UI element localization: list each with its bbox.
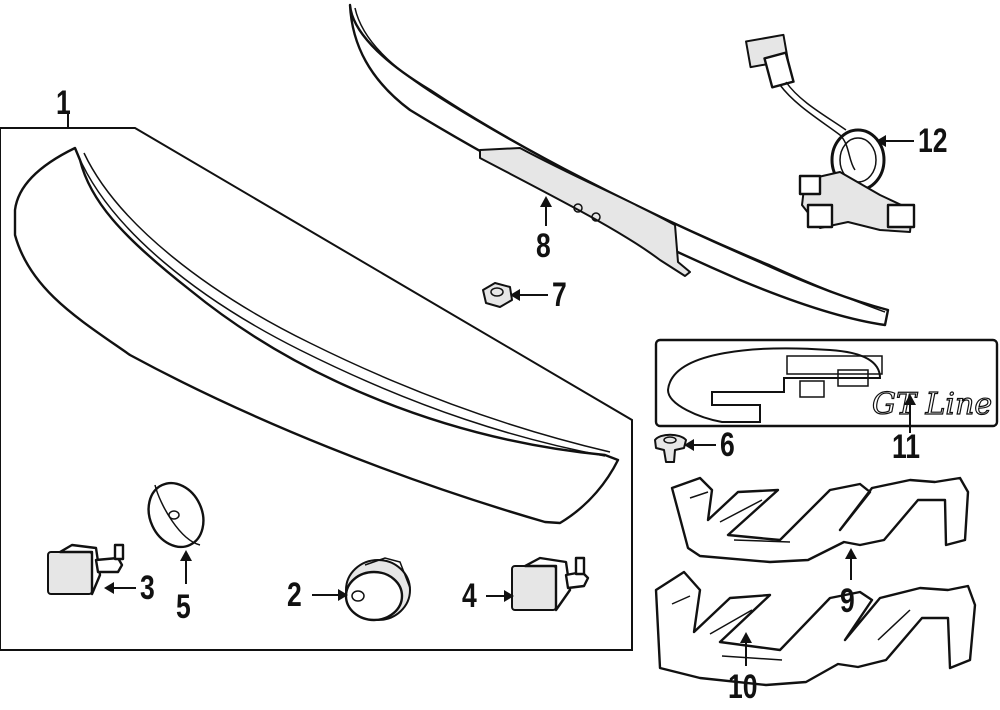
spoiler-part-1 xyxy=(13,146,620,525)
nut-part-7 xyxy=(482,282,513,308)
arrow-10 xyxy=(740,632,752,643)
arrow-3 xyxy=(104,582,114,594)
callout-7: 7 xyxy=(552,276,567,314)
callout-3: 3 xyxy=(140,569,155,607)
gt-line-script-text: GT Line xyxy=(872,387,992,422)
group-outline-part-1 xyxy=(0,127,633,651)
kia-emblem-part-10 xyxy=(654,570,977,687)
arrow-12 xyxy=(876,135,886,147)
callout-8: 8 xyxy=(536,227,551,265)
callout-11: 11 xyxy=(892,428,921,466)
arrow-7 xyxy=(510,289,520,301)
gt-line-emblem-part-11: GT Line xyxy=(654,338,999,428)
callout-12: 12 xyxy=(918,122,948,160)
arrow-6 xyxy=(684,439,694,451)
kia-emblem-part-9 xyxy=(670,476,970,564)
grommet-part-4 xyxy=(511,556,590,612)
callout-6: 6 xyxy=(720,426,735,464)
arrow-5 xyxy=(180,550,192,561)
stopper-part-2 xyxy=(344,557,411,622)
arrow-8 xyxy=(540,196,552,207)
callout-1: 1 xyxy=(56,84,71,122)
callout-9: 9 xyxy=(840,582,855,620)
arrow-4 xyxy=(504,590,514,602)
callout-5: 5 xyxy=(176,588,191,626)
callout-2: 2 xyxy=(287,576,302,614)
arrow-2 xyxy=(338,589,348,601)
callout-4: 4 xyxy=(462,577,477,615)
wiring-connector-part-12 xyxy=(745,33,916,233)
trim-strip-part-8 xyxy=(348,3,890,327)
washer-part-5 xyxy=(147,481,205,549)
grommet-part-3 xyxy=(47,543,125,596)
clip-part-6 xyxy=(654,433,687,463)
callout-10: 10 xyxy=(728,668,758,706)
arrow-11 xyxy=(904,394,916,405)
arrow-9 xyxy=(845,548,857,559)
